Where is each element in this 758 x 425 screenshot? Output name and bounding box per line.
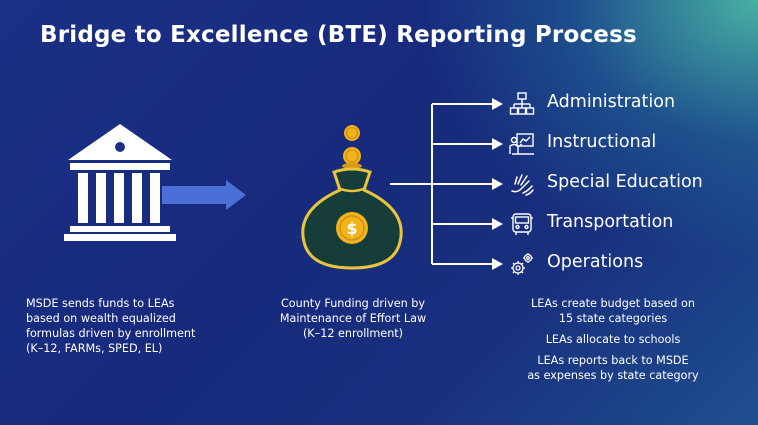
svg-text:$: $: [346, 219, 357, 238]
caption-line: LEAs reports back to MSDE: [537, 354, 689, 367]
category-transportation: Transportation: [547, 212, 674, 232]
caption-line: MSDE sends funds to LEAs: [26, 297, 175, 310]
caption-line: County Funding driven by: [280, 297, 426, 310]
msde-funding-caption: MSDE sends funds to LEAs based on wealth…: [26, 296, 216, 356]
category-operations: Operations: [547, 252, 644, 272]
gears-icon: [511, 253, 533, 275]
caption-line: as expenses by state category: [527, 369, 699, 382]
bank-arrow: [162, 180, 246, 210]
helping-hand-icon: [511, 174, 534, 196]
bus-icon: [511, 213, 533, 235]
caption-line: LEAs allocate to schools: [545, 333, 681, 346]
distribution-arrows: [390, 103, 494, 265]
bank-icon: [64, 124, 176, 241]
county-funding-caption: County Funding driven by Maintenance of …: [258, 296, 448, 341]
slide-title: Bridge to Excellence (BTE) Reporting Pro…: [40, 22, 637, 48]
caption-line: 15 state categories: [558, 312, 668, 325]
category-special-education: Special Education: [547, 172, 703, 192]
caption-line: based on wealth equalized: [26, 312, 176, 325]
money-bag-icon: $: [301, 167, 403, 270]
org-chart-icon: [509, 92, 535, 115]
caption-line: Maintenance of Effort Law: [279, 312, 427, 325]
caption-line: (K–12 enrollment): [302, 327, 404, 340]
category-instructional: Instructional: [547, 132, 657, 152]
caption-line: LEAs create budget based on: [531, 297, 695, 310]
caption-line: (K–12, FARMs, SPED, EL): [26, 342, 163, 355]
lea-process-caption: LEAs create budget based on 15 state cat…: [498, 296, 728, 383]
arrow-heads: [492, 98, 503, 270]
caption-line: formulas driven by enrollment: [26, 327, 196, 340]
teacher-board-icon: [509, 133, 534, 155]
category-administration: Administration: [547, 92, 676, 112]
coin-icon: [342, 125, 362, 169]
